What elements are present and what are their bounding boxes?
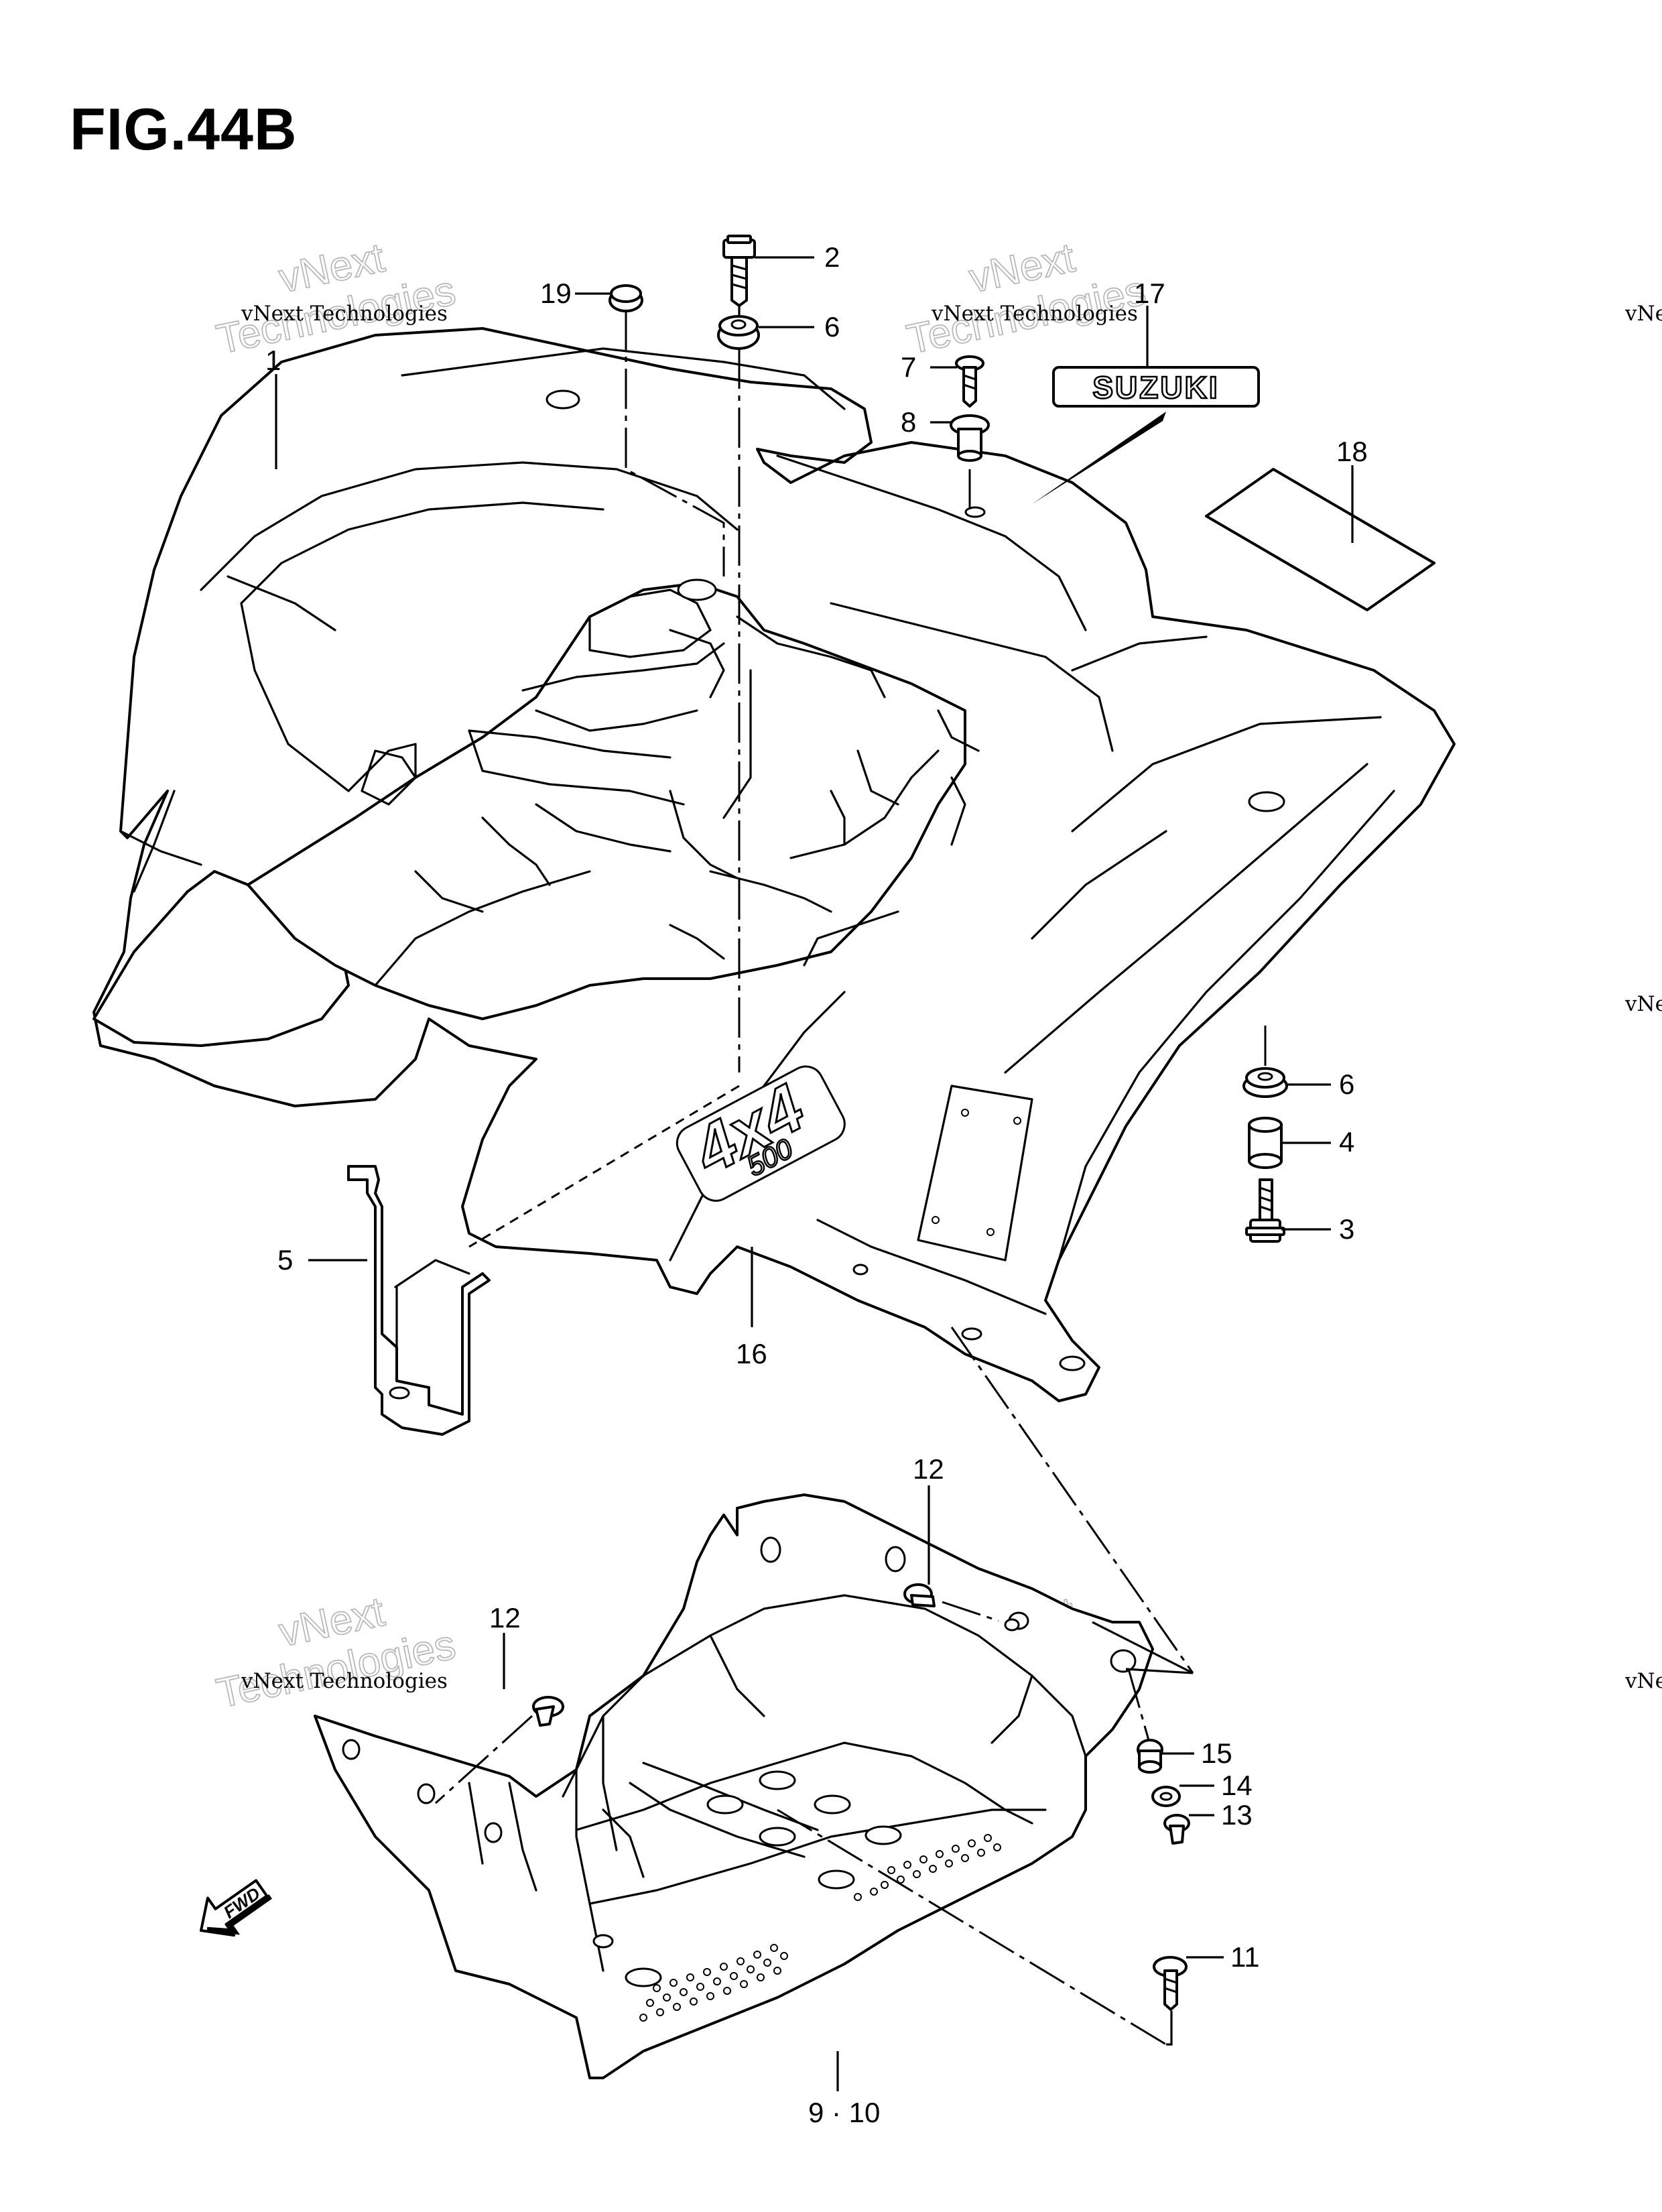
callout-12: 12 [489, 1602, 521, 1634]
bolt-part-2 [722, 235, 756, 307]
grommet-part-6-lower [1242, 1067, 1288, 1098]
callout-17: 17 [1134, 278, 1165, 309]
flange-hole [417, 1783, 436, 1804]
collar-part-4 [1248, 1117, 1283, 1169]
callout-6: 6 [1339, 1068, 1354, 1100]
bolt-part-11 [1153, 1956, 1188, 2011]
flange-hole [1110, 1649, 1137, 1673]
assembly-line [777, 1808, 1167, 2046]
grommet-part-19 [609, 284, 643, 312]
emblem-text: SUZUKI [1092, 370, 1219, 405]
screw-part-7 [955, 355, 984, 408]
rivet-dot [961, 1109, 969, 1117]
callout-1: 1 [265, 345, 281, 376]
suzuki-emblem: SUZUKI [1032, 366, 1260, 504]
washer-part-14 [1151, 1786, 1181, 1807]
watermark: vNext Technologies [902, 234, 1150, 364]
bracket-hole [389, 1386, 410, 1400]
watermark-text: vNext Technologies [1624, 992, 1662, 1016]
callout-11: 11 [1230, 1941, 1260, 1973]
callout-7: 7 [901, 351, 916, 383]
footrest-hole [818, 1869, 855, 1890]
clip-part-12-right [903, 1583, 1020, 1632]
label-plate [1205, 468, 1435, 611]
callout-15: 15 [1201, 1737, 1232, 1769]
mount-hole [1248, 791, 1285, 812]
footrest-hole [625, 1967, 662, 1987]
footrest-hole [865, 1825, 902, 1845]
rivet-dot [1013, 1117, 1021, 1125]
assembly-line [625, 310, 725, 576]
rivet-dot [932, 1216, 940, 1224]
assembly-line [942, 1601, 999, 1622]
callout-12: 12 [913, 1453, 944, 1485]
emblem-pointer [1032, 412, 1166, 504]
tread-pattern [639, 1834, 1001, 2022]
watermark-text: vNext Technologies [931, 302, 1138, 326]
flange-hole [342, 1739, 361, 1760]
footrest-hole [706, 1794, 744, 1815]
mount-hole [1059, 1355, 1086, 1371]
assembly-line [950, 1327, 1194, 1674]
mount-hole [964, 506, 986, 518]
watermark: vNext Technologies [212, 1588, 460, 1718]
figure-title: FIG.44B [70, 96, 298, 162]
rear-fender: 4x4 500 [92, 327, 1456, 1402]
bolt-part-3 [1245, 1178, 1285, 1243]
rivet-dot [986, 1228, 995, 1236]
footrest-hole [592, 1934, 614, 1949]
callout-4: 4 [1339, 1126, 1354, 1158]
callout-13: 13 [1221, 1799, 1253, 1831]
assembly-line [468, 1085, 740, 1248]
callout-3: 3 [1339, 1213, 1354, 1245]
watermark-text: vNext Technologies [241, 1669, 448, 1693]
mount-hole [852, 1264, 869, 1276]
bracket-part-5 [347, 1165, 491, 1436]
footrest-hole [814, 1794, 851, 1815]
fwd-arrow-icon: FWD [200, 1879, 273, 1937]
collar-part-15 [1137, 1739, 1163, 1774]
clip-part-12-left [532, 1696, 564, 1727]
flange-hole [760, 1536, 781, 1563]
flange-hole [484, 1822, 503, 1843]
callout-5: 5 [277, 1244, 293, 1276]
footrest-hole [759, 1827, 796, 1847]
callout-19: 19 [540, 278, 572, 309]
callout-2: 2 [824, 241, 840, 273]
callout-9-10: 9 · 10 [808, 2097, 880, 2128]
callout-14: 14 [1221, 1770, 1253, 1801]
grommet-part-6-upper [717, 315, 760, 350]
assembly-line [434, 1715, 533, 1804]
collar-part-8 [950, 414, 990, 462]
callout-6: 6 [824, 311, 840, 343]
callout-8: 8 [901, 406, 916, 438]
watermark-text: vNext Technologies [241, 302, 448, 326]
mount-hole [546, 389, 580, 410]
flange-hole [885, 1546, 906, 1573]
mount-hole [961, 1327, 982, 1341]
assembly-line [1127, 1668, 1150, 1741]
watermark-text: vNext Technologies [1624, 302, 1662, 326]
footrest-fender [314, 1493, 1154, 2079]
callout-18: 18 [1336, 436, 1368, 467]
mount-hole [677, 578, 717, 601]
callout-16: 16 [736, 1338, 767, 1369]
bolt-part-13 [1163, 1814, 1190, 1845]
footrest-hole [759, 1770, 796, 1790]
watermark-text: vNext Technologies [1624, 1669, 1662, 1693]
